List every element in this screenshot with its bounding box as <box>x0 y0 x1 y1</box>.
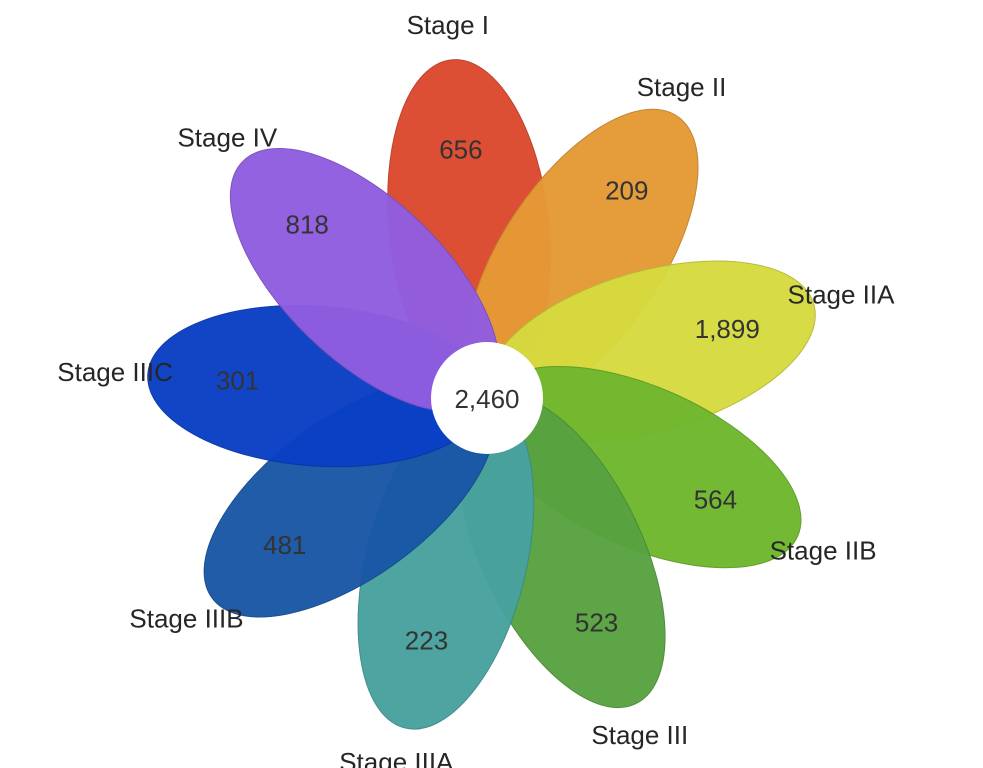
petal-value-stage-iia: 1,899 <box>695 314 760 344</box>
petal-label-stage-i: Stage I <box>407 10 489 40</box>
petal-value-stage-iii: 523 <box>575 608 618 638</box>
petal-label-stage-iiic: Stage IIIC <box>57 357 173 387</box>
petal-value-stage-iiic: 301 <box>216 366 259 396</box>
petal-label-stage-ii: Stage II <box>637 72 727 102</box>
petal-values-layer: 656 209 1,899 564 523 223 481 301 818 <box>216 134 760 655</box>
petal-label-stage-iiia: Stage IIIA <box>339 747 454 768</box>
center-value: 2,460 <box>454 384 519 414</box>
petal-label-stage-iv: Stage IV <box>177 123 277 153</box>
petal-value-stage-ii: 209 <box>605 176 648 206</box>
petal-labels-layer: Stage I Stage II Stage IIA Stage IIB Stage I… <box>57 10 895 768</box>
petal-value-stage-iiia: 223 <box>405 626 448 656</box>
petal-value-stage-iv: 818 <box>286 209 329 239</box>
center-circle <box>431 342 543 454</box>
petal-value-stage-i: 656 <box>439 134 482 164</box>
petal-label-stage-iiib: Stage IIIB <box>129 603 243 633</box>
petal-label-stage-iia: Stage IIA <box>788 280 896 310</box>
petal-value-stage-iib: 564 <box>694 485 737 515</box>
petals-layer <box>147 59 816 730</box>
petal-value-stage-iiib: 481 <box>263 530 306 560</box>
petal-label-stage-iii: Stage III <box>591 720 688 750</box>
petal-label-stage-iib: Stage IIB <box>770 536 877 566</box>
